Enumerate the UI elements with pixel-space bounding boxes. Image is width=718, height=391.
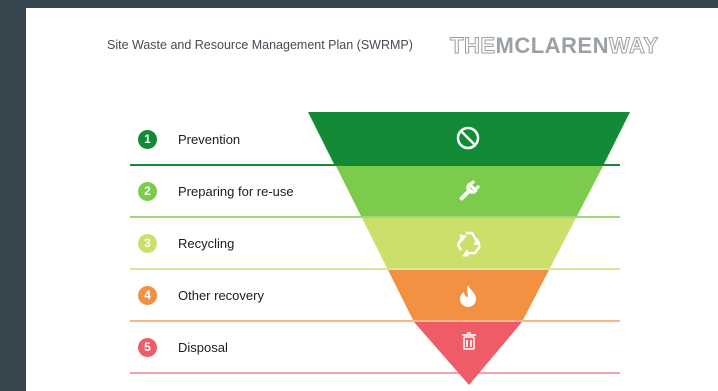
wrench-icon [459, 179, 481, 201]
brand-the: THE [450, 33, 496, 59]
step-number-3: 3 [138, 234, 157, 253]
row-divider [130, 320, 620, 322]
row-divider [130, 372, 620, 374]
page-title: Site Waste and Resource Management Plan … [107, 38, 413, 52]
step-number-4: 4 [138, 286, 157, 305]
step-label-preparing-for-reuse: Preparing for re-use [178, 184, 294, 199]
prohibited-icon [456, 126, 480, 150]
pyramid-tier-disposal [414, 322, 522, 385]
list-item-disposal: 5 Disposal [130, 322, 620, 374]
list-item-recycling: 3 Recycling [130, 218, 620, 270]
step-label-other-recovery: Other recovery [178, 288, 264, 303]
row-divider [130, 216, 620, 218]
waste-hierarchy-pyramid [308, 112, 630, 385]
brand-way: WAY [609, 33, 659, 59]
step-number-2: 2 [138, 182, 157, 201]
list-item-preparing-for-reuse: 2 Preparing for re-use [130, 166, 620, 218]
row-divider [130, 164, 620, 166]
flame-icon [460, 285, 476, 307]
trash-icon [462, 332, 476, 350]
pyramid-tier-recycling [362, 218, 576, 268]
list-item-prevention: 1 Prevention [130, 114, 620, 166]
step-label-disposal: Disposal [178, 340, 228, 355]
slide: Site Waste and Resource Management Plan … [26, 8, 718, 391]
recycle-icon [456, 231, 482, 257]
step-number-5: 5 [138, 338, 157, 357]
brand-logo: THEMCLARENWAY [450, 33, 659, 59]
list-item-other-recovery: 4 Other recovery [130, 270, 620, 322]
step-label-recycling: Recycling [178, 236, 235, 251]
step-number-1: 1 [138, 130, 157, 149]
step-label-prevention: Prevention [178, 132, 241, 147]
row-divider [130, 268, 620, 270]
brand-mclaren: MCLAREN [495, 33, 609, 58]
